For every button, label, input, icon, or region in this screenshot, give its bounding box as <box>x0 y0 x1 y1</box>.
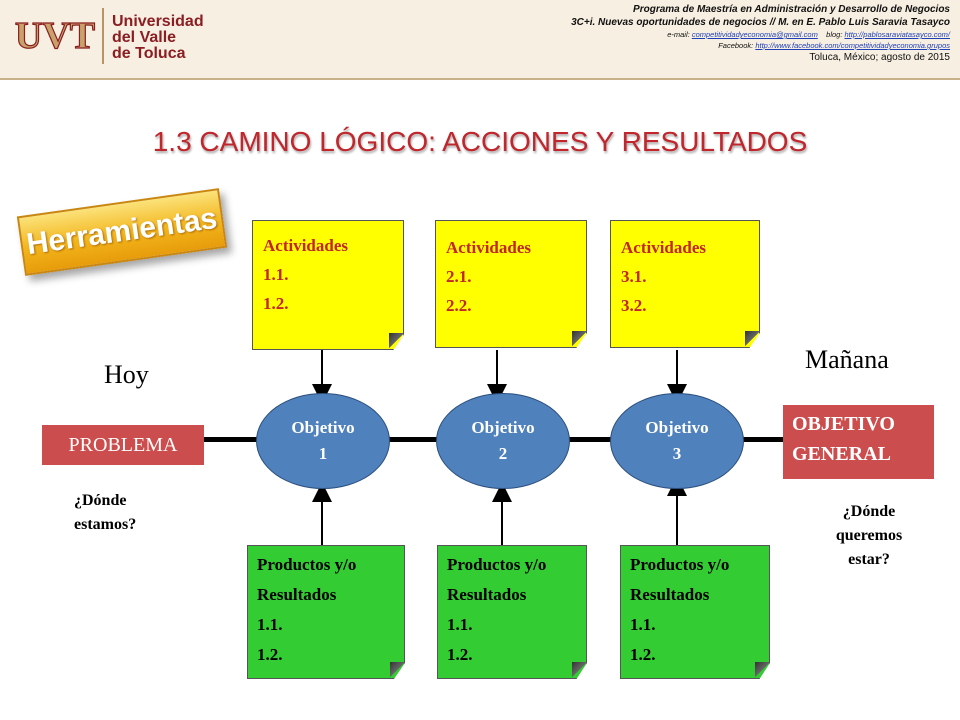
email-label: e-mail: <box>667 30 690 39</box>
question-left: ¿Dónde estamos? <box>74 489 136 537</box>
header-info: Programa de Maestría en Administración y… <box>330 3 950 64</box>
product-note-3-item-2: 1.2. <box>630 645 656 664</box>
facebook-label: Facebook: <box>718 41 754 50</box>
logo-text: UVT <box>15 15 95 57</box>
uvt-logo-icon: UVT <box>10 14 100 58</box>
product-note-2-item-2: 1.2. <box>447 645 473 664</box>
program-line: Programa de Maestría en Administración y… <box>633 4 950 15</box>
university-line-2: del Valle <box>112 29 177 46</box>
today-label: Hoy <box>104 360 149 389</box>
objective-2: Objetivo 2 <box>436 393 570 489</box>
objective-2-label: Objetivo <box>471 418 535 437</box>
contact-line: e-mail: competitividadyeconomia@gmail.co… <box>330 29 950 40</box>
product-note-2: Productos y/o Resultados 1.1. 1.2. <box>437 545 587 679</box>
product-note-1-title: Productos y/o <box>257 555 357 574</box>
activity-note-3: Actividades 3.1. 3.2. <box>610 220 760 348</box>
objective-1-number: 1 <box>318 444 328 463</box>
goal-box: OBJETIVO GENERAL <box>783 405 934 479</box>
objective-1-label: Objetivo <box>291 418 355 437</box>
course-line: 3C+i. Nuevas oportunidades de negocios /… <box>571 17 950 28</box>
goal-line-2: GENERAL <box>792 443 891 465</box>
tomorrow-label: Mañana <box>805 345 889 374</box>
product-note-2-title: Productos y/o <box>447 555 547 574</box>
objective-3-label: Objetivo <box>645 418 709 437</box>
blog-link[interactable]: http://pablosaraviatasayco.com/ <box>844 30 950 39</box>
activity-note-1-item-2: 1.2. <box>263 294 289 313</box>
activity-note-2-item-2: 2.2. <box>446 296 472 315</box>
question-right-line-3: estar? <box>848 551 890 568</box>
question-right-line-1: ¿Dónde <box>842 503 896 520</box>
activity-note-3-item-2: 3.2. <box>621 296 647 315</box>
goal-line-1: OBJETIVO <box>792 413 895 435</box>
blog-label: blog: <box>826 30 843 39</box>
activity-note-1-item-1: 1.1. <box>263 265 289 284</box>
place-date: Toluca, México; agosto de 2015 <box>809 52 950 63</box>
product-note-2-subtitle: Resultados <box>447 585 527 604</box>
facebook-line: Facebook: http://www.facebook.com/compet… <box>330 40 950 51</box>
header-divider <box>0 78 960 80</box>
product-note-1-item-2: 1.2. <box>257 645 283 664</box>
facebook-link[interactable]: http://www.facebook.com/competitividadye… <box>755 41 950 50</box>
product-note-3-item-1: 1.1. <box>630 615 656 634</box>
university-line-1: Universidad <box>112 13 204 30</box>
header-bar: UVT Universidad del Valle de Toluca Prog… <box>0 0 960 78</box>
university-name: Universidad del Valle de Toluca <box>112 14 204 62</box>
activity-note-2-title: Actividades <box>446 238 531 257</box>
product-note-3-subtitle: Resultados <box>630 585 710 604</box>
product-note-3: Productos y/o Resultados 1.1. 1.2. <box>620 545 770 679</box>
question-right-line-2: queremos <box>835 527 903 544</box>
problem-box: PROBLEMA <box>42 425 204 465</box>
activity-note-2: Actividades 2.1. 2.2. <box>435 220 587 348</box>
question-left-line-1: ¿Dónde <box>74 492 127 509</box>
activity-note-3-item-1: 3.1. <box>621 267 647 286</box>
product-note-3-title: Productos y/o <box>630 555 730 574</box>
question-left-line-2: estamos? <box>74 516 137 533</box>
objective-3: Objetivo 3 <box>610 393 744 489</box>
product-note-1: Productos y/o Resultados 1.1. 1.2. <box>247 545 405 679</box>
product-note-2-item-1: 1.1. <box>447 615 473 634</box>
activity-note-1: Actividades 1.1. 1.2. <box>252 220 404 350</box>
activity-note-2-item-1: 2.1. <box>446 267 472 286</box>
objective-3-number: 3 <box>672 444 682 463</box>
email-link[interactable]: competitividadyeconomia@gmail.com <box>691 30 818 39</box>
question-right: ¿Dónde queremos estar? <box>824 500 914 572</box>
university-line-3: de Toluca <box>112 45 186 62</box>
objective-2-number: 2 <box>498 444 508 463</box>
objective-1: Objetivo 1 <box>256 393 390 489</box>
slide-title: 1.3 CAMINO LÓGICO: ACCIONES Y RESULTADOS <box>152 126 808 157</box>
product-note-1-item-1: 1.1. <box>257 615 283 634</box>
activity-note-3-title: Actividades <box>621 238 706 257</box>
product-note-1-subtitle: Resultados <box>257 585 337 604</box>
logo-divider <box>102 8 104 64</box>
activity-note-1-title: Actividades <box>263 236 348 255</box>
